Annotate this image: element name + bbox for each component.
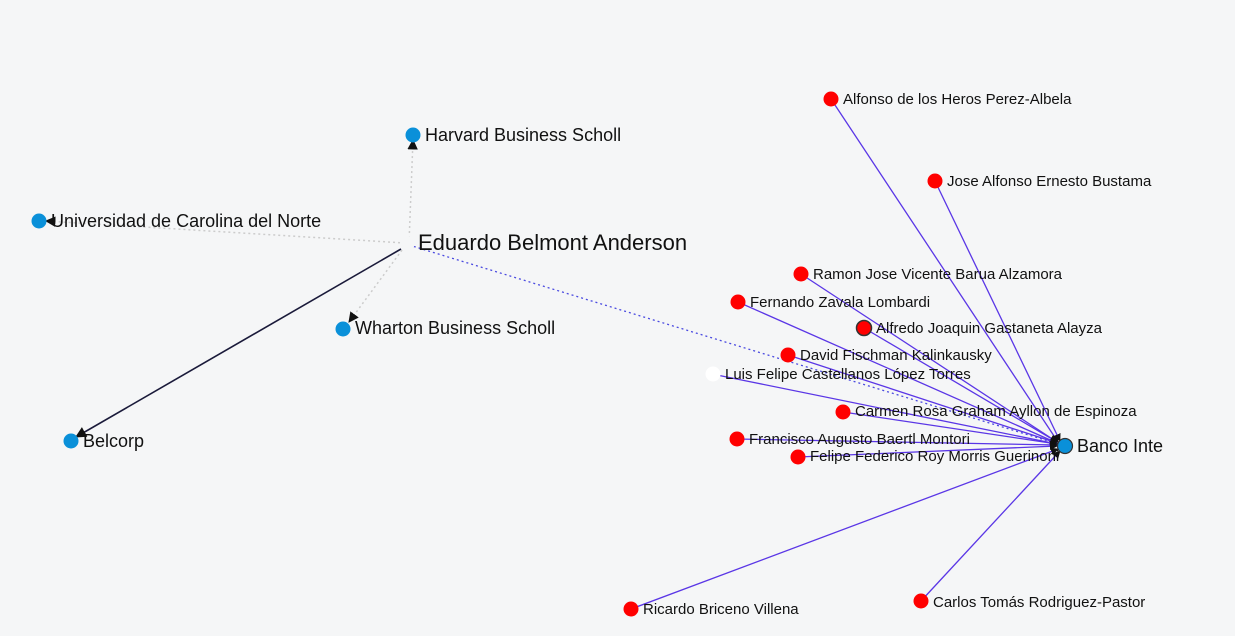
node-center[interactable]: Eduardo Belmont Anderson <box>401 230 687 255</box>
node-wharton-dot <box>335 321 351 337</box>
node-wharton-label: Wharton Business Scholl <box>355 318 555 338</box>
node-ricardo-label: Ricardo Briceno Villena <box>643 601 799 618</box>
node-david-label: David Fischman Kalinkausky <box>800 347 992 364</box>
node-alfredo[interactable]: Alfredo Joaquin Gastaneta Alayza <box>855 319 1103 337</box>
center-edges <box>44 138 1059 446</box>
edge-ramon-banco <box>800 273 1058 443</box>
node-ramon[interactable]: Ramon Jose Vicente Barua Alzamora <box>793 266 1063 283</box>
node-fernando-dot <box>730 294 746 310</box>
node-alfonso[interactable]: Alfonso de los Heros Perez-Albela <box>823 91 1073 108</box>
edge-center-wharton <box>348 245 406 323</box>
node-banco-dot <box>1056 437 1074 455</box>
node-luis[interactable]: Luis Felipe Castellanos López Torres <box>705 366 971 383</box>
node-ricardo-dot <box>623 601 639 617</box>
edge-center-banco <box>408 244 1059 446</box>
node-fernando[interactable]: Fernando Zavala Lombardi <box>730 294 931 311</box>
edge-center-belcorp <box>75 248 402 438</box>
node-belcorp-label: Belcorp <box>83 431 144 451</box>
node-felipe-dot <box>790 449 806 465</box>
node-ramon-label: Ramon Jose Vicente Barua Alzamora <box>813 266 1063 283</box>
edge-fernando-banco <box>737 301 1058 444</box>
node-wharton[interactable]: Wharton Business Scholl <box>335 318 556 338</box>
node-carolina[interactable]: Universidad de Carolina del Norte <box>31 211 322 231</box>
node-carolina-dot <box>31 213 47 229</box>
node-carmen-label: Carmen Rosa Graham Ayllon de Espinoza <box>855 403 1137 420</box>
node-belcorp[interactable]: Belcorp <box>63 431 145 451</box>
edge-center-harvard <box>407 138 418 244</box>
node-carolina-label: Universidad de Carolina del Norte <box>51 211 321 231</box>
node-alfonso-dot <box>823 91 839 107</box>
node-david-dot <box>780 347 796 363</box>
node-fernando-label: Fernando Zavala Lombardi <box>750 294 930 311</box>
node-carlos[interactable]: Carlos Tomás Rodriguez-Pastor <box>913 593 1146 612</box>
node-alfredo-dot <box>855 319 873 337</box>
node-felipe-label: Felipe Federico Roy Morris Guerinoni <box>810 448 1059 465</box>
node-harvard[interactable]: Harvard Business Scholl <box>405 125 622 145</box>
node-jose-dot <box>927 173 943 189</box>
edge-carmen-banco <box>842 411 1058 447</box>
edge-david-banco <box>787 354 1058 445</box>
node-banco[interactable]: Banco Inte <box>1056 436 1164 456</box>
node-francisco-dot <box>729 431 745 447</box>
node-ricardo[interactable]: Ricardo Briceno Villena <box>623 601 800 618</box>
node-luis-dot <box>705 366 721 382</box>
node-carmen[interactable]: Carmen Rosa Graham Ayllon de Espinoza <box>835 403 1138 420</box>
node-carlos-dot <box>913 593 929 609</box>
node-center-label: Eduardo Belmont Anderson <box>418 230 687 255</box>
node-felipe[interactable]: Felipe Federico Roy Morris Guerinoni <box>790 448 1060 465</box>
edge-felipe-banco <box>797 442 1058 458</box>
node-center-dot <box>401 236 415 250</box>
node-francisco[interactable]: Francisco Augusto Baertl Montori <box>729 431 970 448</box>
edge-luis-banco <box>711 373 1058 447</box>
node-alfonso-label: Alfonso de los Heros Perez-Albela <box>843 91 1072 108</box>
node-carlos-label: Carlos Tomás Rodriguez-Pastor <box>933 594 1145 611</box>
edge-alfredo-banco <box>863 327 1058 443</box>
node-jose-label: Jose Alfonso Ernesto Bustama <box>947 173 1152 190</box>
node-harvard-label: Harvard Business Scholl <box>425 125 621 145</box>
edge-francisco-banco <box>736 438 1058 449</box>
node-harvard-dot <box>405 127 421 143</box>
edge-jose-banco <box>934 180 1061 442</box>
node-carmen-dot <box>835 404 851 420</box>
node-francisco-label: Francisco Augusto Baertl Montori <box>749 431 970 448</box>
node-ramon-dot <box>793 266 809 282</box>
people-edges <box>630 98 1061 610</box>
node-banco-label: Banco Inte <box>1077 436 1163 456</box>
edge-alfonso-banco <box>830 98 1059 443</box>
node-david[interactable]: David Fischman Kalinkausky <box>780 347 993 364</box>
node-luis-label: Luis Felipe Castellanos López Torres <box>725 366 971 383</box>
node-belcorp-dot <box>63 433 79 449</box>
node-alfredo-label: Alfredo Joaquin Gastaneta Alayza <box>876 320 1103 337</box>
node-jose[interactable]: Jose Alfonso Ernesto Bustama <box>927 173 1152 190</box>
edge-ricardo-banco <box>630 447 1059 610</box>
edge-carlos-banco <box>920 450 1061 602</box>
